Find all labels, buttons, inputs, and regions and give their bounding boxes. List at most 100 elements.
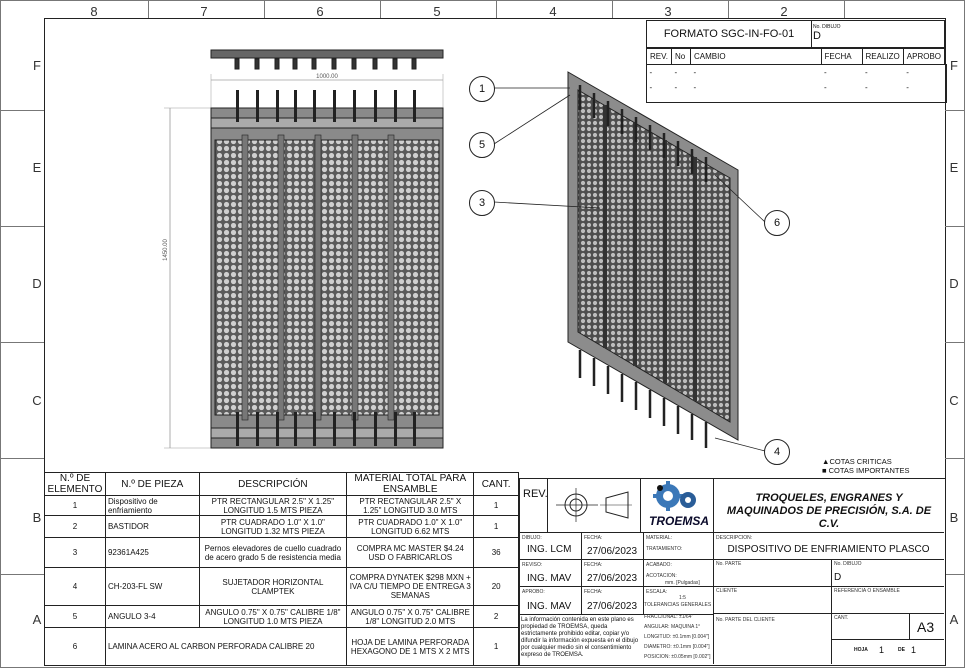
zone-row-a: A (32, 612, 42, 627)
tb-divider (547, 478, 548, 532)
tb-right-grid: DESCRIPCION: DISPOSITIVO DE ENFRIAMIENTO… (713, 533, 944, 664)
tol-posicion: POSICION: ±0.05mm [0.002"] (644, 654, 711, 660)
front-view: 1000.00 1450.00 (163, 49, 444, 449)
projection-symbol-icon (556, 488, 632, 522)
bom-cell: 1 (473, 495, 519, 516)
bom-cell: CH-203-FL SW (104, 567, 200, 606)
tb-row (519, 560, 713, 587)
callout-4: 4 (764, 439, 790, 465)
zone-tick (0, 574, 44, 575)
rev-header-fecha: FECHA (820, 48, 863, 65)
rev-row: - - - - - - (647, 65, 945, 81)
iso-perforated-sheet (577, 89, 731, 423)
bom-header-row: N.º DE ELEMENTO N.º DE PIEZA DESCRIPCIÓN… (44, 472, 519, 496)
fecha-label-2: FECHA: (584, 562, 603, 568)
rev-cell: - (824, 68, 827, 77)
bom-cell: 20 (473, 567, 519, 606)
reviso-label: REVISO: (522, 562, 543, 568)
callout-6: 6 (764, 210, 790, 236)
bom-cell: 92361A425 (104, 537, 200, 568)
noparte-label: No. PARTE (716, 561, 742, 567)
zone-col-7: 7 (200, 4, 208, 19)
zone-row-b: B (32, 510, 42, 525)
troemsa-gear-logo (653, 481, 696, 511)
bom-cell: 1 (473, 627, 519, 666)
zone-tick (496, 0, 497, 18)
iso-bottom-clamps (578, 350, 708, 448)
dibujo-value: ING. LCM (527, 544, 572, 555)
bom-cell: BASTIDOR (104, 515, 200, 538)
rev-cell: - (674, 68, 678, 77)
tb-divider (713, 586, 944, 587)
rev-row: - - - - - - (647, 80, 945, 95)
tb-divider (581, 533, 582, 615)
bom-header-elemento: N.º DE ELEMENTO (44, 472, 106, 496)
bom-cell: COMPRA DYNATEK $298 MXN + IVA C/U TIEMPO… (346, 567, 475, 606)
callout-3: 3 (469, 190, 495, 216)
table-row: 5 ANGULO 3-4 ANGULO 0.75" X 0.75" CALIBR… (44, 605, 519, 628)
zone-row-d: D (32, 276, 42, 291)
bom-cell: PTR RECTANGULAR 2.5" X 1.25" LONGITUD 3.… (346, 495, 475, 516)
aprobo-label: APROBO: (522, 589, 545, 595)
table-row: 3 92361A425 Pernos elevadores de cuello … (44, 537, 519, 568)
tb-rev-label: REV. (523, 488, 548, 500)
width-dim-label: 1000.00 (316, 74, 338, 80)
tb-divider (713, 478, 714, 664)
zone-tick (844, 0, 845, 18)
rev-cell: - (906, 83, 909, 92)
table-row: 2 BASTIDOR PTR CUADRADO 1.0" X 1.0" LONG… (44, 515, 519, 538)
bom-cell: 5 (44, 605, 106, 628)
top-rail (210, 117, 444, 129)
rev-cell: - (649, 83, 653, 92)
format-code: FORMATO SGC-IN-FO-01 (663, 28, 795, 40)
rev-rows-frame (646, 64, 947, 103)
fecha-label: FECHA: (584, 535, 603, 541)
zone-col-2: 2 (780, 4, 788, 19)
fecha-2: 27/06/2023 (587, 573, 638, 584)
bom-header-material: MATERIAL TOTAL PARA ENSAMBLE (346, 472, 475, 496)
zone-tick (728, 0, 729, 18)
bom-cell: 36 (473, 537, 519, 568)
zone-col-6: 6 (316, 4, 324, 19)
cliente-label: CLIENTE (716, 588, 738, 594)
zone-col-4: 4 (549, 4, 557, 19)
company-name: TROQUELES, ENGRANES Y MAQUINADOS DE PREC… (726, 492, 932, 530)
sheet-size: A3 (917, 619, 935, 635)
zone-row-f: F (33, 58, 41, 73)
rev-cell: - (865, 68, 868, 77)
rev-header-rev: REV. (646, 48, 672, 65)
rev-cell: - (674, 83, 678, 92)
zone-tick (0, 110, 44, 111)
table-row: 4 CH-203-FL SW SUJETADOR HORIZONTAL CLAM… (44, 567, 519, 606)
zone-row-a-right: A (949, 612, 959, 627)
tol-longitud: LONGITUD: ±0.1mm [0.004"] (644, 634, 710, 640)
bom-cell: 3 (44, 537, 106, 568)
zone-row-e: E (32, 160, 42, 175)
noparte-cliente-label: No. PARTE DEL CLIENTE (716, 617, 775, 623)
triangle-icon: ▲ (822, 457, 830, 466)
rev-cell: - (906, 68, 909, 77)
zone-tick (945, 110, 964, 111)
fecha-label-3: FECHA: (584, 589, 603, 595)
nodibujo-value: D (834, 572, 842, 583)
zone-tick (945, 458, 964, 459)
bom-cell: COMPRA MC MASTER $4.24 USD O FABRICARLOS (346, 537, 475, 568)
confidentiality-notice: La información contenida en este plano e… (521, 617, 639, 658)
bom-header-cant: CANT. (473, 472, 519, 496)
iso-ribs (603, 105, 697, 401)
tb-divider (831, 559, 832, 664)
zone-row-d-right: D (949, 276, 959, 291)
escala-label: ESCALA: (646, 589, 668, 595)
revisions-table: REV. No CAMBIO FECHA REALIZO APROBO - - … (646, 48, 946, 95)
iso-top-clamps (578, 85, 708, 182)
tb-divider (713, 613, 944, 614)
acabado-label: ACABADO: (646, 562, 672, 568)
tb-divider (713, 559, 944, 560)
callout-5: 5 (469, 132, 495, 158)
title-block (519, 478, 946, 666)
descripcion-value: DISPOSITIVO DE ENFRIAMIENTO PLASCO (727, 544, 930, 555)
zone-col-3: 3 (664, 4, 672, 19)
dimension-legend: ▲COTAS CRITICAS ■ COTAS IMPORTANTES (822, 457, 909, 475)
format-code-box: FORMATO SGC-IN-FO-01 (646, 20, 812, 48)
referencia-label: REFERENCIA O ENSAMBLE (834, 588, 900, 594)
